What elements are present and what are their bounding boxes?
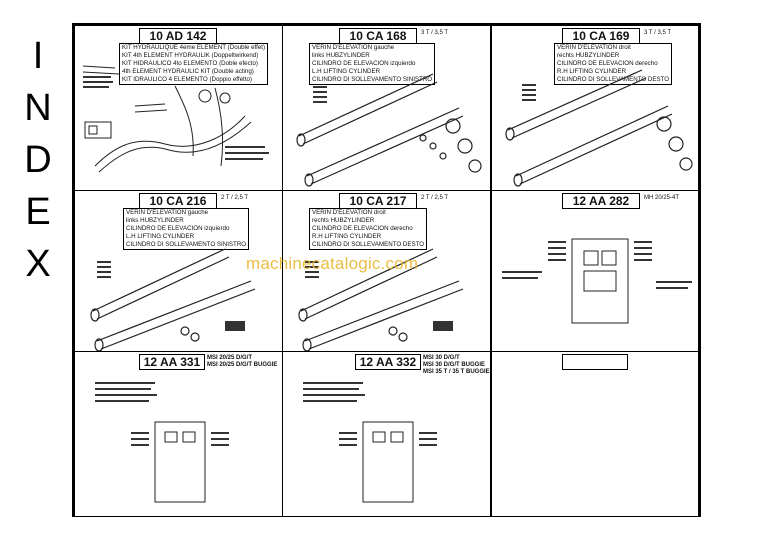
electrical-diagram-drawing [303,382,437,503]
cell-subtitle: MSI 30 D/G/T MSI 30 D/G/T BUGGIE MSI 35 … [423,355,490,375]
cell-12aa331[interactable]: 12 AA 331 MSI 20/25 D/G/T MSI 20/25 D/G/… [74,351,283,517]
desc-line: VERIN D'ELEVATION gauche [126,209,209,216]
desc-line: VERIN D'ELEVATION gauche [312,44,395,51]
desc-line: L.H LIFTING CYLINDER [312,68,381,75]
desc-line: KIT 4th ELEMENT HYDRAULIK (Doppeltwirken… [122,52,259,59]
index-title: I N D E X [18,30,58,290]
desc-line: links HUBZYLINDER [312,52,370,59]
desc-line: CILINDRO DE ELEVACION izquierdo [312,60,416,67]
cell-ref-label: 10 CA 169 [562,28,640,44]
cell-description: VERIN D'ELEVATION gauche links HUBZYLIND… [309,43,436,85]
index-grid: 10 AD 142 KIT HYDRAULIQUE 4eme ELEMENT (… [72,23,701,517]
watermark: machinecatalogic.com [246,254,419,273]
cell-ref-label [562,354,628,370]
cell-10ca169[interactable]: 10 CA 169 3 T / 3,5 T VERIN D'ELEVATION … [491,25,699,191]
cell-description: VERIN D'ELEVATION droit rechts HUBZYLIND… [309,208,428,250]
cell-ref-label: 10 CA 216 [139,193,217,209]
cell-subtitle: 3 T / 3,5 T [644,30,672,36]
desc-line: CILINDRO DE ELEVACION derecho [557,60,658,67]
cell-subtitle: 3 T / 3,5 T [421,30,449,36]
desc-line: R.H LIFTING CYLINDER [557,68,627,75]
desc-line: L.H LIFTING CYLINDER [126,233,195,240]
cell-10ca217[interactable]: 10 CA 217 2 T / 2,5 T VERIN D'ELEVATION … [282,190,491,352]
index-letter: E [25,191,51,233]
hydraulic-kit-drawing [82,65,269,173]
desc-line: CILINDRO DI SOLLEVAMENTO SINISTRO [126,241,247,248]
desc-line: KIT IDRAULICO 4 ELEMENTO (Doppio effetto… [122,76,252,83]
cell-description: VERIN D'ELEVATION gauche links HUBZYLIND… [123,208,250,250]
cell-subtitle: 2 T / 2,5 T [221,195,249,201]
desc-line: rechts HUBZYLINDER [312,217,375,224]
cell-subtitle: MSI 20/25 D/G/T MSI 20/25 D/G/T BUGGIE [207,355,278,368]
desc-line: CILINDRO DE ELEVACION izquierdo [126,225,230,232]
index-letter: N [24,87,52,129]
cell-12aa332[interactable]: 12 AA 332 MSI 30 D/G/T MSI 30 D/G/T BUGG… [282,351,491,517]
desc-line: KIT HYDRAULIQUE 4eme ELEMENT (Double eff… [122,44,266,51]
electrical-diagram-drawing [95,382,229,503]
index-letter: D [24,139,52,181]
cell-10ad142[interactable]: 10 AD 142 KIT HYDRAULIQUE 4eme ELEMENT (… [74,25,283,191]
cylinder-drawing [298,248,464,351]
cell-description: VERIN D'ELEVATION droit rechts HUBZYLIND… [554,43,673,85]
cell-10ca216[interactable]: 10 CA 216 2 T / 2,5 T VERIN D'ELEVATION … [74,190,283,352]
desc-line: CILINDRO DE ELEVACION derecho [312,225,413,232]
desc-line: CILINDRO DI SOLLEVAMENTO DESTO [557,76,670,83]
desc-line: VERIN D'ELEVATION droit [557,44,631,51]
desc-line: CILINDRO DI SOLLEVAMENTO DESTO [312,241,425,248]
cell-ref-label: 12 AA 331 [139,354,205,370]
desc-line: 4th ELEMENT HYDRAULIC KIT (Double acting… [122,68,254,75]
desc-line: links HUBZYLINDER [126,217,184,224]
cell-subtitle: 2 T / 2,5 T [421,195,449,201]
cell-ref-label: 12 AA 332 [355,354,421,370]
cell-subtitle: MH 20/25-4T [644,195,680,201]
wiring-diagram-drawing [502,238,692,324]
cell-description: KIT HYDRAULIQUE 4eme ELEMENT (Double eff… [119,43,269,85]
cell-12aa282[interactable]: 12 AA 282 MH 20/25-4T [491,190,699,352]
index-letter: X [25,243,51,285]
desc-line: VERIN D'ELEVATION droit [312,209,386,216]
desc-line: KIT HIDRAULICO 4to ELEMENTO (Doble efect… [122,60,258,67]
cell-ref-label: 10 AD 142 [139,28,217,44]
cylinder-drawing [505,69,693,187]
desc-line: CILINDRO DI SOLLEVAMENTO SINISTRO [312,76,433,83]
cylinder-drawing [296,73,482,187]
cell-ref-label: 12 AA 282 [562,193,640,209]
cell-empty[interactable] [491,351,699,517]
desc-line: R.H LIFTING CYLINDER [312,233,382,240]
index-letter: I [32,35,44,77]
cylinder-drawing [90,248,256,351]
cell-ref-label: 10 CA 168 [339,28,417,44]
cell-10ca168[interactable]: 10 CA 168 3 T / 3,5 T VERIN D'ELEVATION … [282,25,491,191]
desc-line: rechts HUBZYLINDER [557,52,620,59]
